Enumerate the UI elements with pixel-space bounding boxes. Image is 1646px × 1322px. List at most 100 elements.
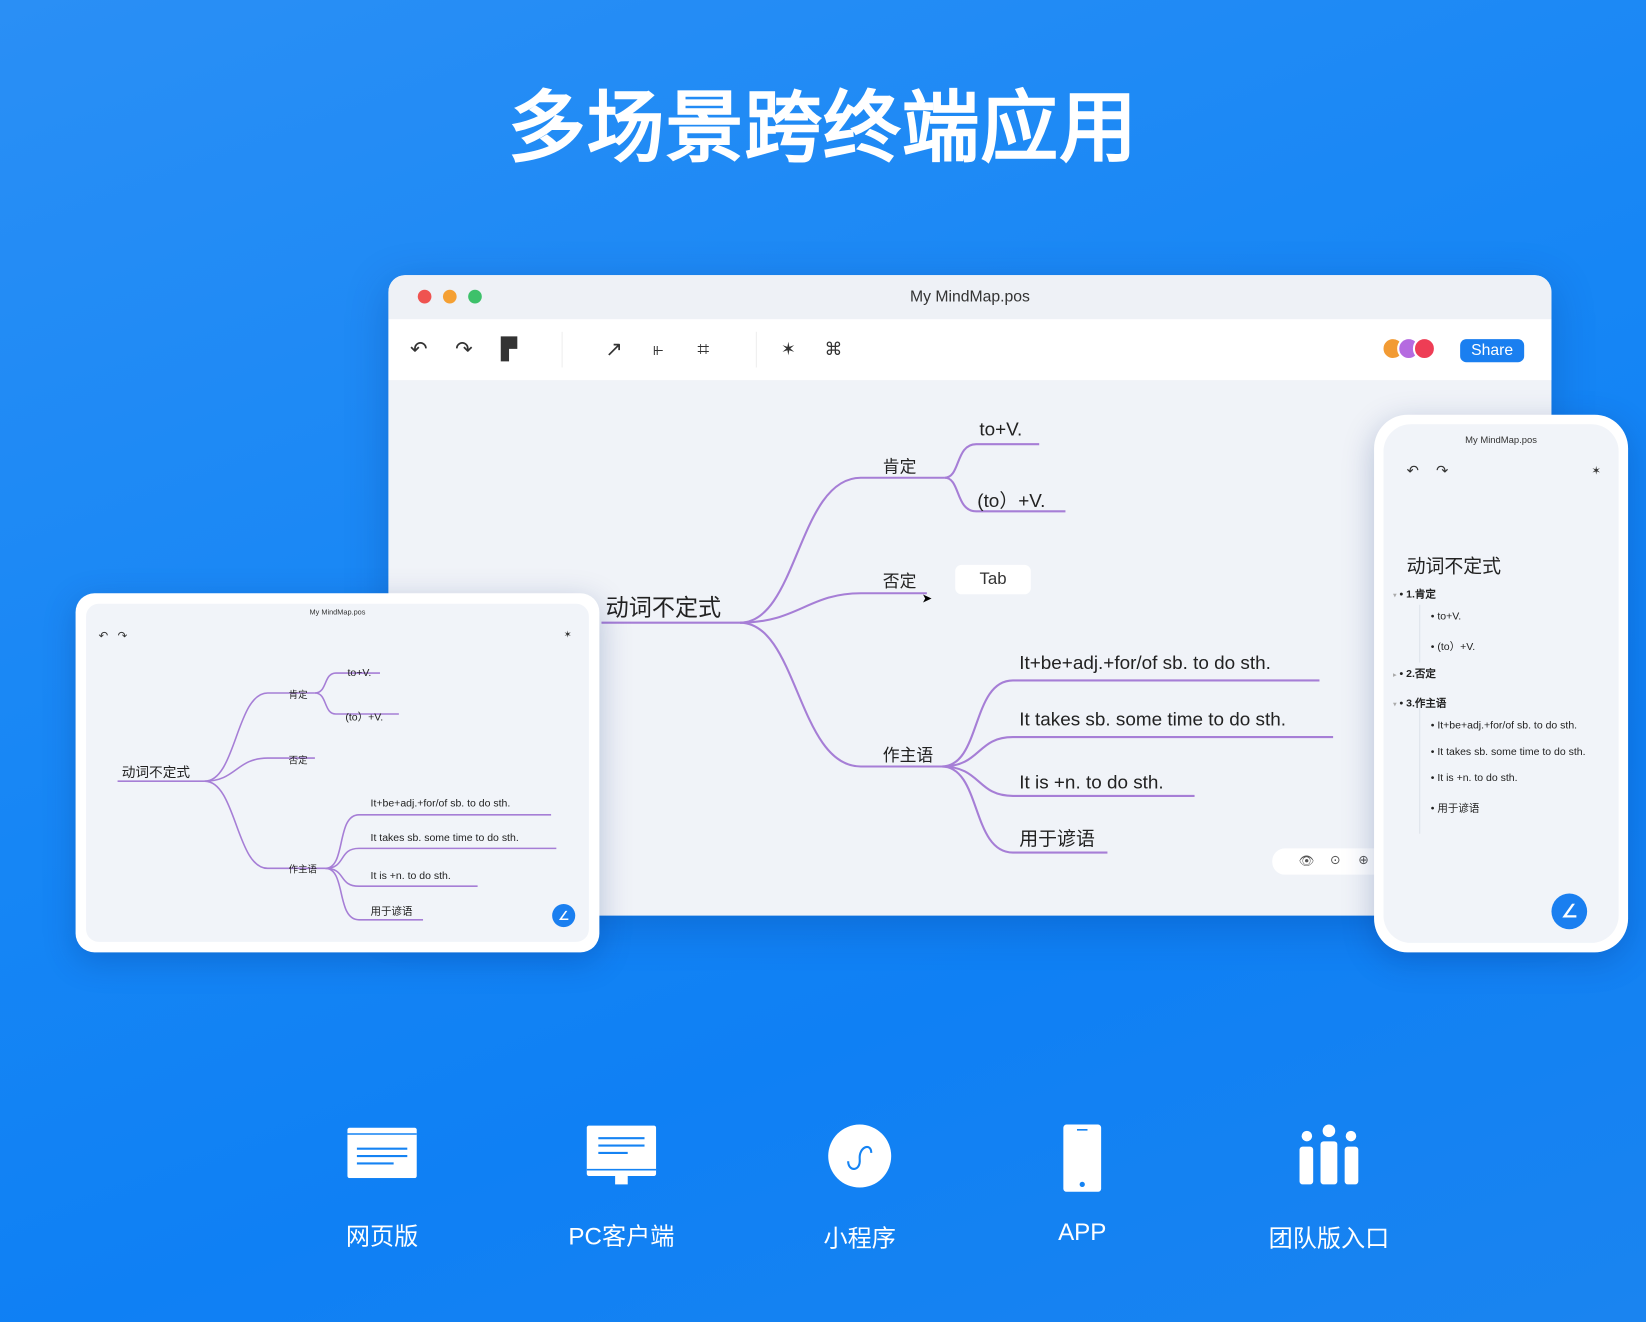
- branch-line: [941, 679, 1320, 768]
- outline-guide: [1419, 707, 1421, 834]
- redo-icon[interactable]: ↷: [1435, 461, 1449, 479]
- root-node[interactable]: 动词不定式: [121, 764, 191, 781]
- tab-key-hint: Tab: [955, 564, 1031, 595]
- branch-line: [314, 692, 399, 715]
- branch-line: [204, 692, 315, 782]
- format-painter-icon[interactable]: ▛: [501, 338, 518, 362]
- zoom-in-icon[interactable]: ⊕: [1358, 852, 1369, 868]
- branch-line: [314, 672, 380, 694]
- outline-item-label: 2.否定: [1406, 668, 1436, 681]
- outline-item[interactable]: • It takes sb. some time to do sth.: [1430, 746, 1586, 759]
- outline-item[interactable]: ▾ • 3.作主语: [1392, 698, 1447, 710]
- node[interactable]: 用于谚语: [370, 906, 413, 918]
- magic-wand-icon[interactable]: ✶: [780, 339, 796, 360]
- undo-icon[interactable]: ↶: [410, 338, 428, 362]
- node-subject[interactable]: 作主语: [882, 747, 934, 766]
- node[interactable]: 否定: [288, 754, 308, 766]
- node-negative[interactable]: 否定: [882, 573, 917, 592]
- outline-item-label: to+V.: [1437, 611, 1462, 623]
- minimize-window-button[interactable]: [442, 289, 457, 304]
- outline-item-label: 3.作主语: [1406, 698, 1447, 710]
- platform-label: 团队版入口: [1268, 1224, 1390, 1252]
- outline-item[interactable]: • It+be+adj.+for/of sb. to do sth.: [1430, 720, 1578, 732]
- node[interactable]: (to）+V.: [345, 711, 384, 724]
- edit-pen-button[interactable]: ∠: [552, 904, 576, 928]
- branch-line-negative: [740, 592, 927, 624]
- node[interactable]: 用于谚语: [1019, 828, 1095, 850]
- branch-line: [204, 757, 315, 782]
- outline-item[interactable]: • to+V.: [1430, 611, 1462, 623]
- outline-item-label: 用于谚语: [1437, 803, 1480, 815]
- node[interactable]: It+be+adj.+for/of sb. to do sth.: [370, 797, 511, 810]
- outline-item[interactable]: ▸ • 2.否定: [1392, 668, 1436, 681]
- cursor-icon: ➤: [921, 591, 933, 606]
- phone-screen: My MindMap.pos ↶ ↷ ✶ 动词不定式 ▾ • 1.肯定 • to…: [1383, 424, 1619, 943]
- node[interactable]: to+V.: [979, 418, 1023, 440]
- tablet-branches: [117, 672, 557, 921]
- outline-item[interactable]: • It is +n. to do sth.: [1430, 772, 1518, 785]
- tablet-device: My MindMap.pos ↶ ↷ ✶ 动词不定式 肯定 to+V. (to）…: [75, 593, 600, 953]
- node[interactable]: It takes sb. some time to do sth.: [370, 832, 519, 845]
- node[interactable]: 肯定: [288, 689, 308, 701]
- branch-line: [944, 476, 1066, 513]
- outline-item[interactable]: • 用于谚语: [1430, 803, 1480, 815]
- structure-icon[interactable]: ⌘: [824, 339, 843, 360]
- locate-icon[interactable]: ⊙: [1329, 852, 1341, 868]
- node[interactable]: to+V.: [347, 667, 372, 680]
- node-affirmative[interactable]: 肯定: [882, 458, 917, 477]
- platform-app[interactable]: APP: [977, 1124, 1187, 1247]
- platform-team[interactable]: 团队版入口: [1224, 1124, 1434, 1254]
- share-button[interactable]: Share: [1460, 339, 1525, 363]
- outline-item-label: It takes sb. some time to do sth.: [1437, 746, 1586, 759]
- magic-wand-icon[interactable]: ✶: [1591, 465, 1602, 478]
- platform-mini-program[interactable]: 小程序: [755, 1124, 965, 1254]
- node[interactable]: (to）+V.: [977, 490, 1046, 512]
- undo-icon[interactable]: ↶: [1406, 461, 1419, 479]
- maximize-window-button[interactable]: [468, 289, 482, 304]
- team-icon: [1299, 1124, 1359, 1185]
- phone-icon: [1063, 1124, 1102, 1192]
- branch-line: [204, 780, 326, 870]
- mini-program-icon: [828, 1124, 892, 1188]
- node[interactable]: 作主语: [288, 864, 318, 875]
- outline-item[interactable]: • (to）+V.: [1430, 641, 1476, 654]
- node[interactable]: It takes sb. some time to do sth.: [1019, 708, 1286, 730]
- tablet-screen: My MindMap.pos ↶ ↷ ✶ 动词不定式 肯定 to+V. (to）…: [86, 603, 589, 942]
- arrow-connector-icon[interactable]: ↗: [605, 338, 623, 362]
- edit-pen-button[interactable]: ∠: [1551, 893, 1588, 930]
- web-page-icon: [347, 1127, 417, 1179]
- close-window-button[interactable]: [417, 289, 432, 304]
- magic-wand-icon[interactable]: ✶: [563, 628, 572, 640]
- outline-item-label: (to）+V.: [1437, 641, 1476, 654]
- eye-icon[interactable]: 👁: [1298, 853, 1315, 869]
- branch-line-subject: [740, 621, 942, 768]
- outline-item[interactable]: ▾ • 1.肯定: [1392, 589, 1436, 601]
- phone-device: My MindMap.pos ↶ ↷ ✶ 动词不定式 ▾ • 1.肯定 • to…: [1374, 414, 1629, 953]
- node[interactable]: It is +n. to do sth.: [370, 870, 451, 882]
- node[interactable]: It is +n. to do sth.: [1019, 771, 1164, 793]
- platform-pc[interactable]: PC客户端: [516, 1124, 726, 1252]
- node[interactable]: It+be+adj.+for/of sb. to do sth.: [1019, 652, 1271, 674]
- branch-line: [325, 814, 552, 870]
- platform-web[interactable]: 网页版: [277, 1124, 487, 1252]
- layout-icon[interactable]: ⫦: [653, 339, 664, 360]
- platform-label: PC客户端: [568, 1222, 675, 1250]
- root-node[interactable]: 动词不定式: [605, 594, 722, 621]
- platform-label: APP: [1058, 1218, 1107, 1246]
- branch-line: [325, 867, 424, 921]
- title-bar: My MindMap.pos: [388, 275, 1552, 320]
- branch-line: [944, 443, 1040, 479]
- avatar[interactable]: [1412, 337, 1436, 361]
- branch-line: [941, 765, 1108, 854]
- divider: [755, 331, 757, 368]
- redo-icon[interactable]: ↷: [117, 630, 128, 643]
- undo-icon[interactable]: ↶: [98, 630, 109, 643]
- monitor-icon: [586, 1125, 657, 1185]
- branch-line-affirmative: [740, 476, 945, 624]
- redo-icon[interactable]: ↷: [455, 338, 473, 362]
- outline-title: 动词不定式: [1406, 555, 1502, 577]
- frame-icon[interactable]: ⌗: [697, 338, 710, 362]
- divider: [561, 331, 563, 368]
- view-controls: 👁 ⊙ ⊕: [1272, 848, 1378, 875]
- window-title: My MindMap.pos: [909, 287, 1030, 306]
